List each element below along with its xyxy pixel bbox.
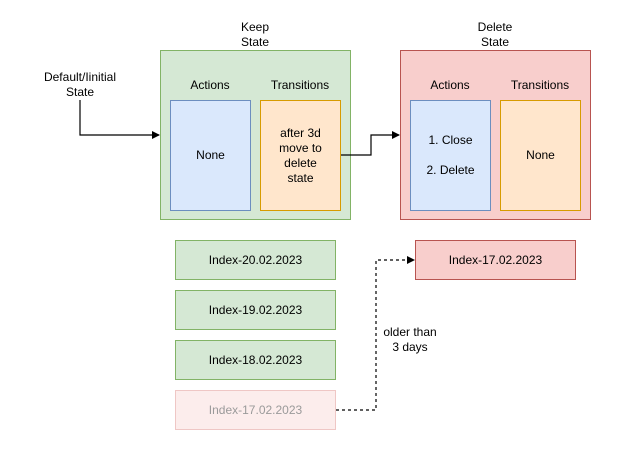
keep-transitions-line3: delete <box>284 155 317 170</box>
index-label-deleted: Index-17.02.2023 <box>448 253 543 267</box>
index-label: Index-19.02.2023 <box>208 303 303 317</box>
index-box-keep-1: Index-20.02.2023 <box>175 240 336 280</box>
keep-state-title-line1: Keep <box>240 20 270 34</box>
index-box-deleted: Index-17.02.2023 <box>415 240 576 280</box>
keep-to-delete-arrow <box>341 131 400 156</box>
delete-actions-header: Actions <box>430 78 470 92</box>
keep-transitions-line4: state <box>287 170 314 185</box>
initial-state-label: Default/Iinitial State <box>34 70 126 100</box>
index-move-arrow <box>336 256 415 411</box>
delete-transitions-header: Transitions <box>510 78 570 92</box>
delete-transitions-box: None <box>500 100 581 211</box>
keep-state-title: Keep State <box>215 20 295 50</box>
delete-actions-line1: 1. Close <box>428 133 473 147</box>
move-label: older than 3 days <box>370 325 450 355</box>
move-label-line2: 3 days <box>392 340 428 354</box>
move-label-line1: older than <box>383 325 437 339</box>
delete-state-title-line1: Delete <box>477 20 513 34</box>
delete-state-title-line2: State <box>480 35 510 49</box>
keep-actions-box: None <box>170 100 251 211</box>
index-label-faded: Index-17.02.2023 <box>208 403 303 417</box>
keep-actions-header: Actions <box>190 78 230 92</box>
keep-state-title-line2: State <box>240 35 270 49</box>
initial-state-label-line1: Default/Iinitial <box>43 70 117 84</box>
index-label: Index-18.02.2023 <box>208 353 303 367</box>
keep-transitions-box: after 3d move to delete state <box>260 100 341 211</box>
delete-state-title: Delete State <box>455 20 535 50</box>
index-box-keep-3: Index-18.02.2023 <box>175 340 336 380</box>
index-box-keep-2: Index-19.02.2023 <box>175 290 336 330</box>
delete-transitions-text: None <box>526 148 555 162</box>
initial-state-label-line2: State <box>65 85 95 99</box>
keep-transitions-line2: move to <box>279 140 322 155</box>
delete-actions-box: 1. Close 2. Delete <box>410 100 491 211</box>
keep-transitions-line1: after 3d <box>280 125 321 140</box>
keep-actions-text: None <box>196 148 225 162</box>
initial-to-keep-arrow <box>79 100 160 139</box>
keep-transitions-header: Transitions <box>270 78 330 92</box>
index-box-faded: Index-17.02.2023 <box>175 390 336 430</box>
delete-actions-line2: 2. Delete <box>426 163 475 177</box>
index-label: Index-20.02.2023 <box>208 253 303 267</box>
